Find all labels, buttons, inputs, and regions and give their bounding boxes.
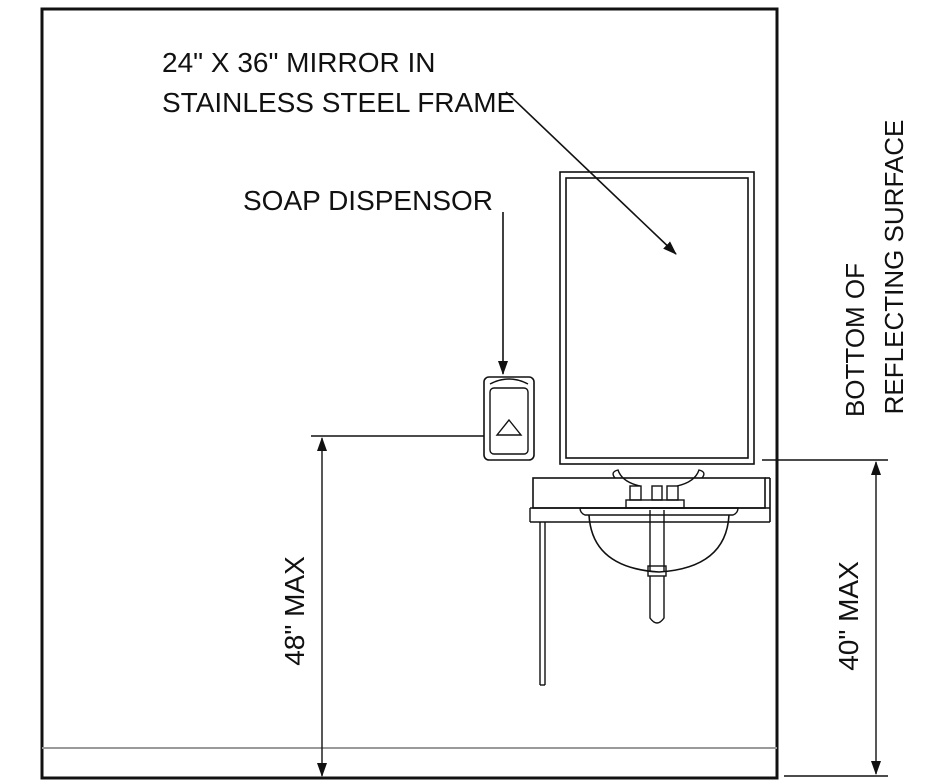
dimension-40-label: 40" MAX (833, 561, 864, 671)
soap-dispenser-label: SOAP DISPENSOR (243, 185, 493, 216)
reflecting-surface-label-line-2: REFLECTING SURFACE (879, 120, 909, 415)
vanity-counter (529, 477, 771, 686)
mirror (559, 171, 755, 465)
sink-basin (579, 507, 739, 624)
faucet (612, 469, 705, 509)
mirror-label-line-2: STAINLESS STEEL FRAME (162, 87, 515, 118)
dimension-48-label: 48" MAX (279, 556, 310, 666)
wall-outline (40, 7, 779, 780)
mirror-label-line-1: 24" X 36" MIRROR IN (162, 47, 436, 78)
reflecting-surface-label-line-1: BOTTOM OF (840, 263, 870, 417)
mirror-leader (505, 91, 677, 255)
soap-dispenser (483, 376, 535, 461)
